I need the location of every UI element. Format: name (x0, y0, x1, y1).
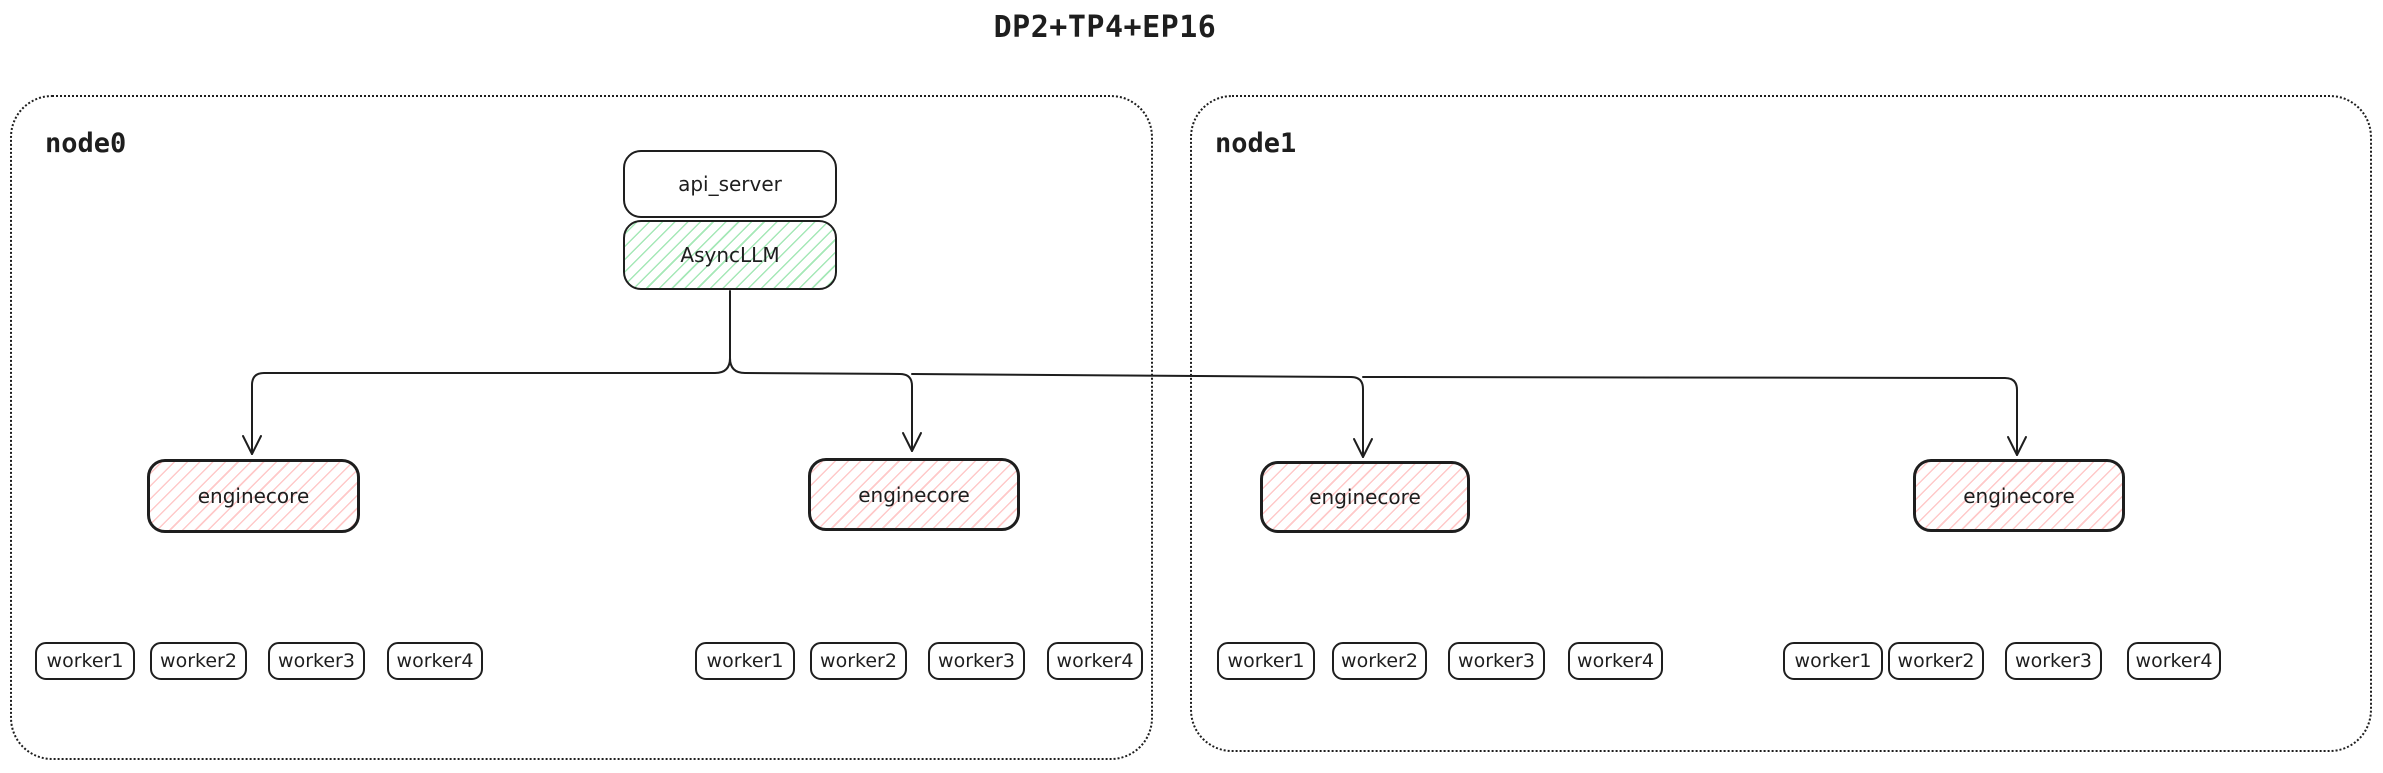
worker-box: worker4 (387, 642, 483, 680)
worker-box: worker4 (1568, 642, 1663, 680)
worker-label: worker1 (1227, 650, 1305, 672)
worker-label: worker2 (1341, 650, 1418, 672)
worker-label: worker1 (1794, 650, 1872, 672)
worker-label: worker3 (938, 650, 1015, 672)
worker-box: worker3 (268, 642, 365, 680)
worker-label: worker4 (1056, 650, 1134, 672)
node1-label: node1 (1215, 128, 1297, 159)
worker-label: worker3 (1458, 650, 1535, 672)
enginecore-box-4: enginecore (1913, 459, 2125, 532)
worker-box: worker1 (1217, 642, 1315, 680)
worker-label: worker2 (1897, 650, 1975, 672)
worker-box: worker3 (2005, 642, 2102, 680)
worker-box: worker4 (1047, 642, 1143, 680)
worker-label: worker4 (2135, 650, 2213, 672)
worker-box: worker3 (928, 642, 1025, 680)
worker-label: worker1 (46, 650, 124, 672)
worker-box: worker1 (695, 642, 795, 680)
worker-box: worker2 (810, 642, 907, 680)
diagram-title: DP2+TP4+EP16 (993, 10, 1217, 45)
worker-box: worker1 (35, 642, 135, 680)
worker-label: worker3 (2015, 650, 2092, 672)
worker-box: worker2 (1332, 642, 1427, 680)
enginecore-label: enginecore (1309, 485, 1421, 509)
worker-label: worker4 (396, 650, 474, 672)
worker-box: worker3 (1448, 642, 1545, 680)
enginecore-label: enginecore (197, 484, 310, 508)
worker-label: worker2 (820, 650, 897, 672)
asyncllm-box: AsyncLLM (623, 220, 837, 290)
enginecore-label: enginecore (858, 482, 970, 507)
worker-label: worker2 (160, 650, 237, 672)
worker-box: worker2 (150, 642, 247, 680)
api-server-box: api_server (623, 150, 837, 218)
worker-box: worker4 (2127, 642, 2221, 680)
asyncllm-label: AsyncLLM (680, 243, 780, 267)
node0-label: node0 (45, 128, 127, 159)
enginecore-box-2: enginecore (808, 458, 1020, 531)
worker-label: worker1 (706, 650, 784, 672)
worker-label: worker3 (278, 650, 355, 672)
enginecore-box-1: enginecore (147, 459, 360, 533)
enginecore-box-3: enginecore (1260, 461, 1470, 533)
worker-box: worker1 (1783, 642, 1883, 680)
api-server-label: api_server (678, 172, 782, 196)
enginecore-label: enginecore (1963, 483, 2075, 508)
worker-box: worker2 (1888, 642, 1984, 680)
worker-label: worker4 (1577, 650, 1654, 672)
